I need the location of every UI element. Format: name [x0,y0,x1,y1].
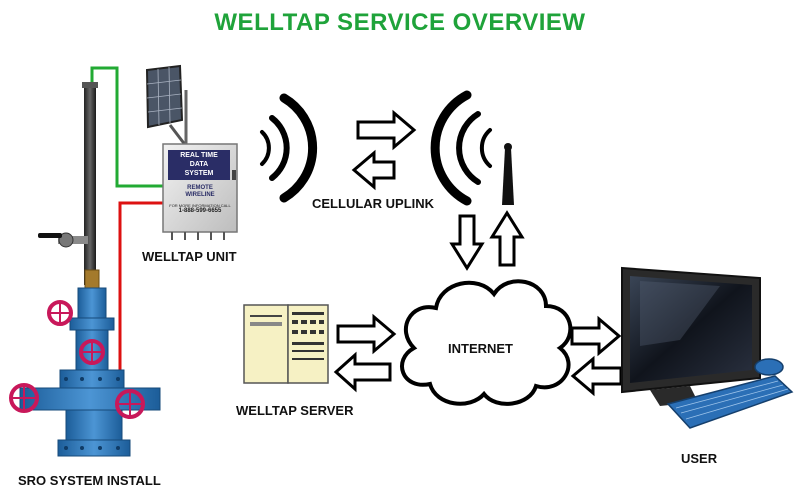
solar-panel-icon [145,64,188,147]
welltap-server-label: WELLTAP SERVER [236,403,354,418]
keyboard-icon [666,375,794,429]
cloud-icon [400,279,573,406]
mouse-icon [754,358,784,376]
wellhead-assembly-icon [9,82,161,457]
monitor-icon [621,266,761,406]
box-brand-line1: REMOTE [187,185,213,191]
arrow-icon [333,109,623,397]
page-title: WELLTAP SERVICE OVERVIEW [214,9,586,36]
welltap-unit-box [162,143,238,240]
box-panel-line3: SYSTEM [184,170,214,177]
box-info-text: FOR MORE INFORMATION CALL 1-888-599-6655 [164,203,236,215]
tower-signal-waves-icon [430,90,492,206]
server-icon [243,304,329,384]
signal-waves-icon [260,93,318,203]
antenna-icon [502,143,514,205]
internet-label: INTERNET [448,341,513,356]
box-phone-line: 1-888-599-6655 [178,208,222,214]
box-info-line: FOR MORE INFORMATION CALL [169,203,231,208]
red-power-wire [118,201,163,380]
user-label: USER [681,451,718,466]
box-panel-line2: DATA [189,161,209,168]
box-brand-text: REMOTE WIRELINE [166,185,234,199]
box-panel-line1: REAL TIME [180,152,218,159]
cellular-uplink-label: CELLULAR UPLINK [312,196,435,211]
box-panel-text: REAL TIME DATA SYSTEM [168,151,230,178]
sro-install-label: SRO SYSTEM INSTALL [18,473,161,488]
box-brand-line2: WIRELINE [185,192,215,198]
welltap-unit-label: WELLTAP UNIT [142,249,237,264]
